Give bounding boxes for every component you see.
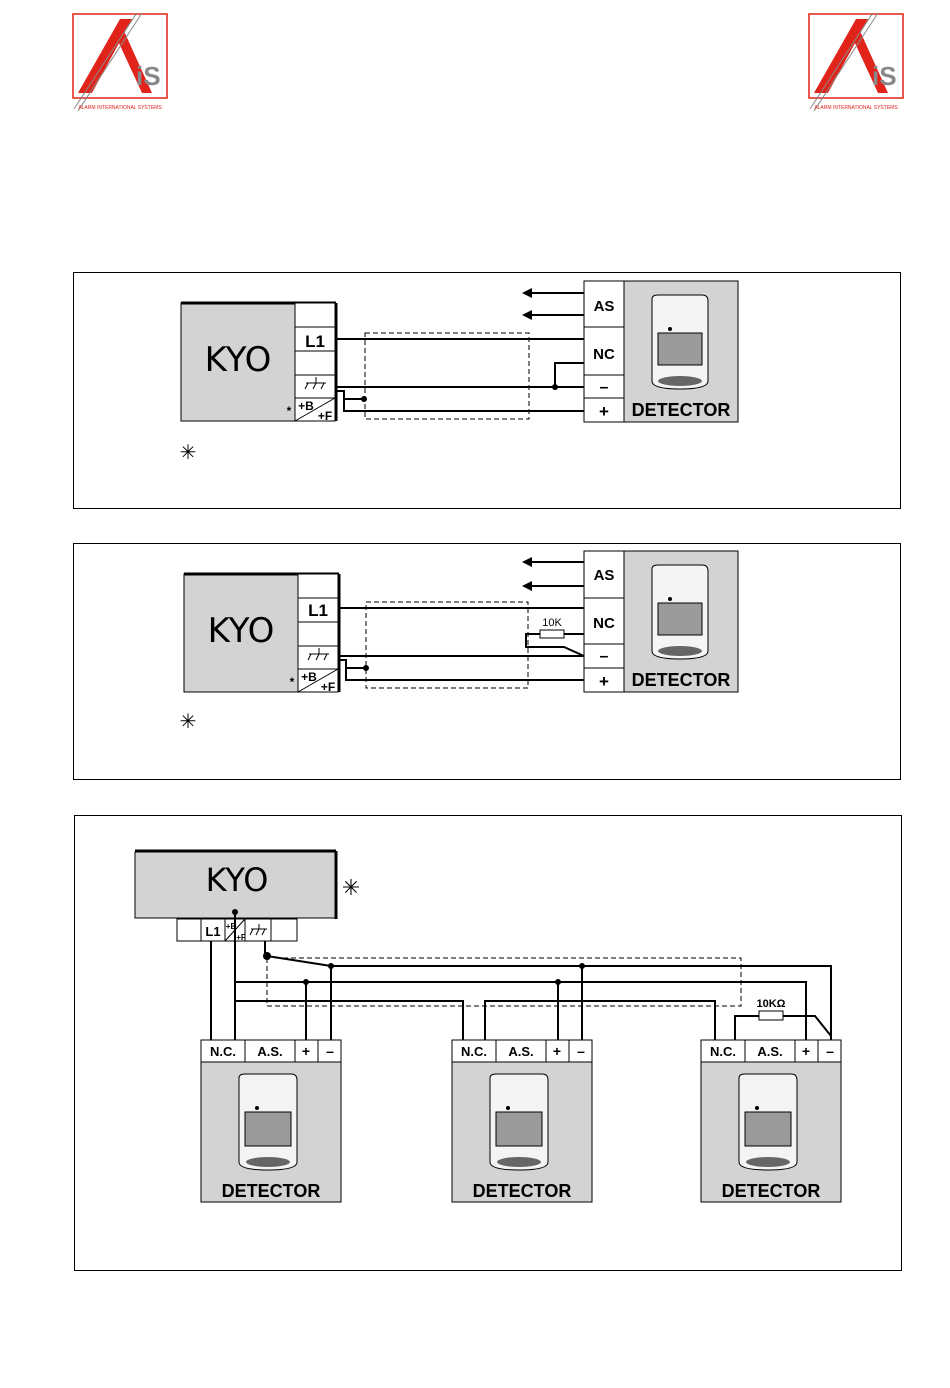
terminal-nc: N.C. — [461, 1044, 487, 1059]
logo-tagline: ALARM INTERNATIONAL SYSTEMS — [78, 105, 162, 111]
note-asterisk: ✳ — [342, 875, 360, 900]
terminal-f: +F — [236, 933, 246, 942]
logo-a-left-stroke — [814, 19, 868, 93]
terminal-l1: L1 — [305, 332, 325, 351]
wire-plus — [338, 660, 584, 680]
terminal-b: +B — [298, 399, 314, 413]
wire-plus — [335, 391, 584, 411]
detector-2: N.C. A.S. + – DETECTOR — [452, 1040, 592, 1202]
kyo-label: KYO — [208, 611, 275, 651]
terminal-f: +F — [321, 680, 335, 694]
logo-tagline: ALARM INTERNATIONAL SYSTEMS — [814, 105, 898, 111]
wiring-diagram-3: KYO ✳ L1 +B +F — [74, 815, 902, 1271]
kyo-label: KYO — [205, 340, 272, 380]
wiring-diagram-1: KYO L1 +B +F * — [73, 272, 901, 509]
terminal-plus: + — [302, 1043, 310, 1059]
terminal-b: +B — [301, 670, 317, 684]
terminal-f: +F — [318, 409, 332, 423]
terminal-asterisk: * — [287, 404, 292, 418]
terminal-l1: L1 — [308, 601, 328, 620]
detector-label: DETECTOR — [222, 1181, 321, 1201]
logo-letters-is: iS — [136, 61, 161, 91]
resistor-label: 10K — [542, 617, 562, 629]
note-asterisk: ✳ — [180, 711, 197, 733]
kyo-label: KYO — [206, 861, 269, 899]
wire-junction — [263, 952, 271, 960]
note-asterisk: ✳ — [180, 442, 197, 464]
wire-junction — [361, 396, 367, 402]
terminal-nc: NC — [593, 346, 615, 363]
terminal-as: AS — [594, 567, 615, 584]
terminal-minus: – — [826, 1043, 834, 1059]
wire-junction — [303, 979, 309, 985]
wire-minus — [267, 956, 831, 1042]
terminal-minus: – — [600, 648, 609, 665]
wire-junction — [579, 963, 585, 969]
detector-label: DETECTOR — [473, 1181, 572, 1201]
wire-junction — [328, 963, 334, 969]
wiring-diagram-2: KYO L1 +B +F * 10K — [73, 543, 901, 780]
arrow-head — [522, 288, 532, 298]
detector-label: DETECTOR — [722, 1181, 821, 1201]
terminal-asterisk: * — [290, 675, 295, 689]
terminal-as: A.S. — [757, 1044, 782, 1059]
detector-label: DETECTOR — [632, 400, 731, 420]
wire-resistor — [735, 1016, 759, 1042]
wire-junction — [555, 979, 561, 985]
logo-a-left-stroke — [78, 19, 132, 93]
detector-1: N.C. A.S. + – DETECTOR — [201, 1040, 341, 1202]
resistor-icon — [540, 630, 564, 638]
pir-sensor-icon — [652, 295, 708, 389]
resistor-label: 10KΩ — [757, 998, 786, 1010]
pir-sensor-icon — [739, 1074, 797, 1170]
company-logo-left: iS ALARM INTERNATIONAL SYSTEMS — [72, 13, 168, 113]
terminal-as: AS — [594, 298, 615, 315]
terminal-l1: L1 — [205, 924, 220, 939]
terminal-minus: – — [326, 1043, 334, 1059]
pir-sensor-icon — [652, 565, 708, 659]
wire-nc-chain — [235, 1001, 463, 1042]
resistor-icon — [759, 1011, 783, 1020]
company-logo-right: iS ALARM INTERNATIONAL SYSTEMS — [808, 13, 904, 113]
arrow-head — [522, 557, 532, 567]
shield-box — [366, 602, 528, 688]
wire-nc-chain — [485, 1001, 715, 1042]
detector-3: N.C. A.S. + – DETECTOR — [701, 1040, 841, 1202]
terminal-plus: + — [599, 402, 609, 421]
detector-label: DETECTOR — [632, 670, 731, 690]
logo-letters-is: iS — [872, 61, 897, 91]
terminal-plus: + — [599, 672, 609, 691]
terminal-minus: – — [577, 1043, 585, 1059]
shield-box — [365, 333, 529, 419]
wire-junction — [552, 384, 558, 390]
arrow-head — [522, 310, 532, 320]
terminal-minus: – — [600, 379, 609, 396]
terminal-nc: N.C. — [710, 1044, 736, 1059]
wire-plus — [235, 941, 806, 1042]
terminal-plus: + — [802, 1043, 810, 1059]
pir-sensor-icon — [490, 1074, 548, 1170]
terminal-as: A.S. — [257, 1044, 282, 1059]
terminal-nc: N.C. — [210, 1044, 236, 1059]
terminal-plus: + — [553, 1043, 561, 1059]
pir-sensor-icon — [239, 1074, 297, 1170]
arrow-head — [522, 581, 532, 591]
wire-nc-link — [555, 363, 584, 387]
terminal-nc: NC — [593, 615, 615, 632]
terminal-as: A.S. — [508, 1044, 533, 1059]
